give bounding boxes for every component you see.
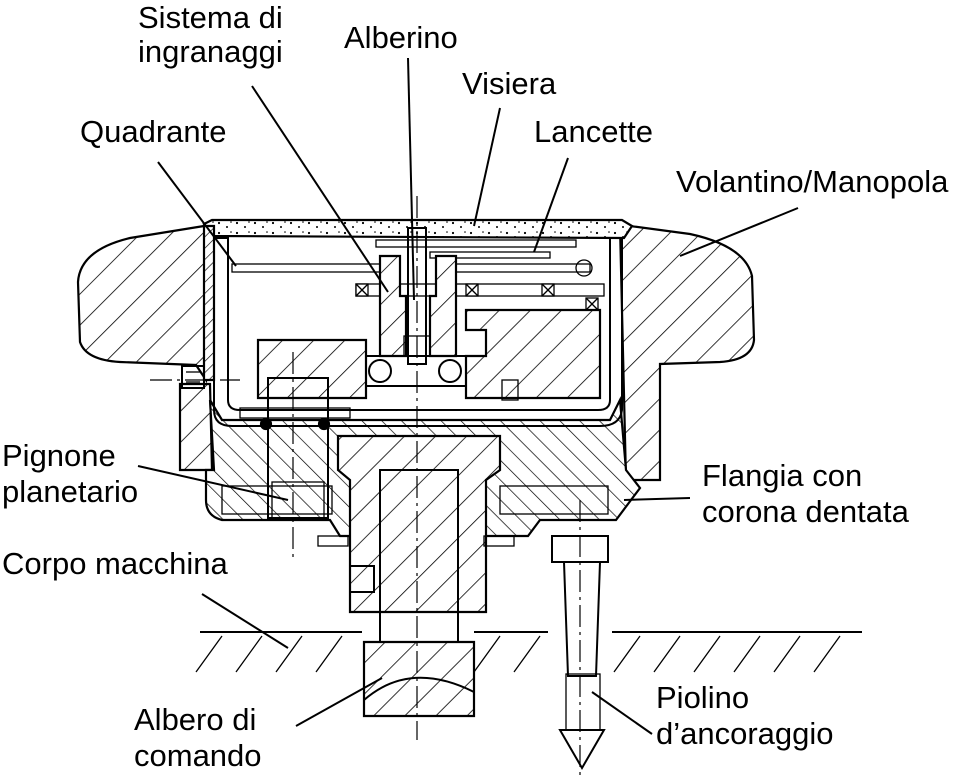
label-pignone-line2: planetario (2, 474, 138, 509)
drive-shaft-hub (317, 434, 515, 614)
labels: Sistema di ingranaggi Alberino Visiera Q… (2, 0, 949, 773)
handwheel-knob (76, 224, 756, 482)
center-lines (150, 196, 581, 778)
label-quadrante: Quadrante (80, 114, 227, 149)
label-volantino: Volantino/Manopola (676, 164, 949, 199)
clock-hands (375, 239, 593, 277)
planetary-pinion (239, 377, 351, 519)
machine-body-ground (195, 631, 862, 673)
label-alberino: Alberino (344, 20, 458, 55)
fasteners (181, 365, 205, 389)
dial-plate (231, 263, 591, 273)
label-lancette: Lancette (534, 114, 653, 149)
label-sistema-line1: Sistema di (138, 0, 283, 35)
label-piolino-line1: Piolino (656, 680, 749, 715)
label-flangia-line1: Flangia con (702, 458, 862, 493)
gear-train (355, 254, 605, 358)
planet-carrier (256, 308, 602, 401)
label-albero-line1: Albero di (134, 702, 256, 737)
label-sistema-line2: ingranaggi (138, 34, 283, 69)
label-visiera: Visiera (462, 66, 557, 101)
drive-shaft (362, 469, 476, 718)
bearing (365, 355, 467, 387)
leader-lines (137, 57, 799, 735)
label-corpo: Corpo macchina (2, 546, 228, 581)
label-pignone-line1: Pignone (2, 438, 116, 473)
label-piolino-line2: d’ancoraggio (656, 716, 834, 751)
label-flangia-line2: corona dentata (702, 494, 910, 529)
label-albero-line2: comando (134, 738, 262, 773)
